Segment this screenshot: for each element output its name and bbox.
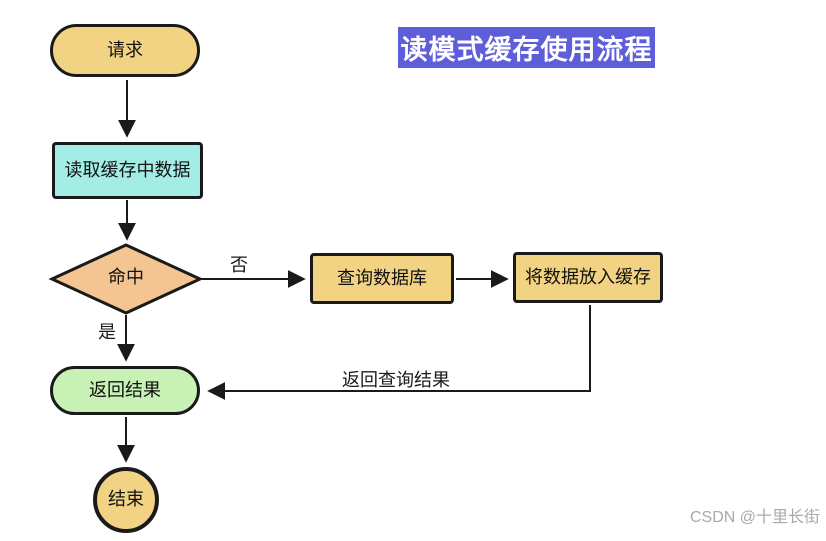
csdn-watermark: CSDN @十里长街: [689, 509, 820, 526]
node-request: 请求: [50, 24, 200, 77]
node-query-db: 查询数据库: [310, 253, 454, 304]
node-query-db-label: 查询数据库: [337, 267, 427, 288]
node-return-result: 返回结果: [50, 366, 200, 415]
node-put-cache-label: 将数据放入缓存: [525, 266, 651, 287]
node-return-result-label: 返回结果: [89, 379, 161, 400]
edge-label-no: 否: [230, 255, 248, 275]
edge-label-yes: 是: [98, 322, 116, 342]
node-request-label: 请求: [107, 39, 143, 60]
node-read-cache-label: 读取缓存中数据: [64, 159, 191, 180]
node-end: 结束: [93, 467, 159, 533]
node-put-cache: 将数据放入缓存: [513, 252, 663, 303]
edge-putcache-to-return: [207, 305, 591, 400]
node-hit-label: 命中: [108, 267, 144, 287]
node-end-label: 结束: [108, 489, 144, 510]
decision-node-hit: [48, 243, 204, 315]
node-read-cache: 读取缓存中数据: [52, 142, 203, 199]
diagram-title: 读模式缓存使用流程: [398, 27, 655, 68]
edge-label-return-query-result: 返回查询结果: [342, 370, 450, 390]
